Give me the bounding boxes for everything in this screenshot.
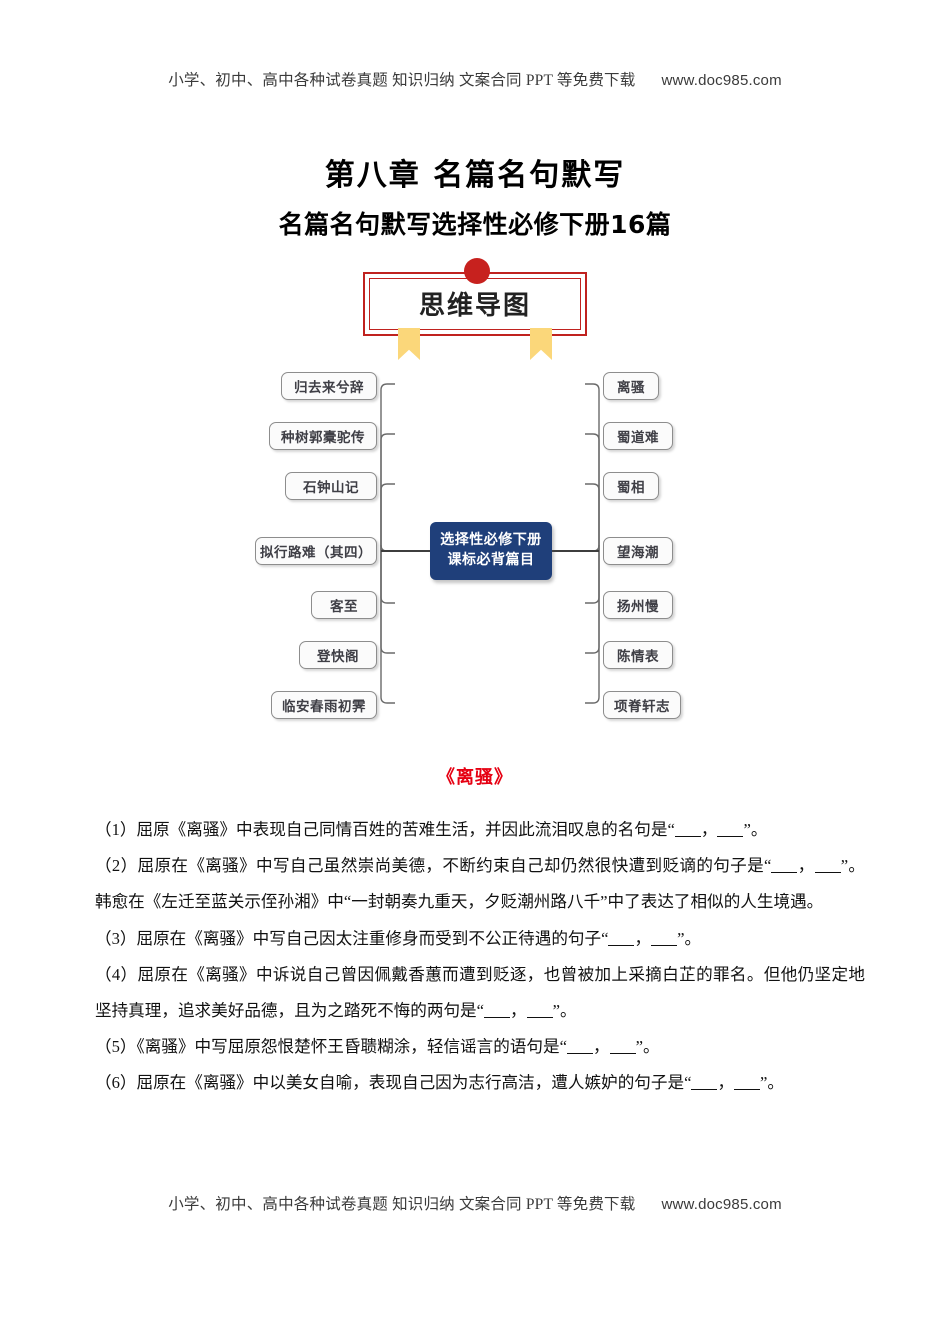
mindmap-node-label: 蜀相 xyxy=(617,480,645,496)
mindmap-node-right-4[interactable]: 望海潮 xyxy=(603,537,673,565)
question-text: ”。 xyxy=(743,820,768,839)
question-text: ”。 xyxy=(635,1037,660,1057)
question-text: ”。韩愈在《左迁至蓝关示侄孙湘》中“一封朝奏九重天，夕贬潮州路八千”中了表达了相… xyxy=(95,856,866,912)
question-item: （4）屈原在《离骚》中诉说自己曾因佩戴香蕙而遭到贬逐，也曾被加上采摘白芷的罪名。… xyxy=(95,957,865,1029)
section-heading: 《离骚》 xyxy=(437,767,513,788)
mindmap-center-line2: 课标必背篇目 xyxy=(447,552,535,568)
mindmap-node-left-3[interactable]: 石钟山记 xyxy=(285,472,377,500)
mindmap-node-right-6[interactable]: 陈情表 xyxy=(603,641,673,669)
header-watermark-text: 小学、初中、高中各种试卷真题 知识归纳 文案合同 PPT 等免费下载 xyxy=(168,72,636,89)
answer-blank[interactable] xyxy=(771,872,798,874)
question-text: ”。 xyxy=(760,1073,785,1093)
answer-blank[interactable] xyxy=(526,1017,553,1019)
question-text: 屈原在《离骚》中以美女自喻，表现自己因为志行高洁，遭人嫉妒的句子是“ xyxy=(136,1073,692,1093)
question-number: （5） xyxy=(95,1037,137,1057)
footer-watermark-text: 小学、初中、高中各种试卷真题 知识归纳 文案合同 PPT 等免费下载 xyxy=(168,1196,636,1213)
answer-blank[interactable] xyxy=(608,944,635,946)
question-item: （6）屈原在《离骚》中以美女自喻，表现自己因为志行高洁，遭人嫉妒的句子是“ ， ”。 xyxy=(95,1065,865,1101)
footer-watermark: 小学、初中、高中各种试卷真题 知识归纳 文案合同 PPT 等免费下载 www.do… xyxy=(0,1192,950,1214)
mindmap-node-label: 临安春雨初霁 xyxy=(282,699,366,715)
question-text: ， xyxy=(510,1001,527,1021)
question-text: ， xyxy=(593,1037,610,1057)
footer-watermark-url: www.doc985.com xyxy=(661,1196,782,1213)
mindmap-node-label: 登快阁 xyxy=(317,649,359,665)
page-subtitle: 名篇名句默写选择性必修下册16篇 xyxy=(278,210,672,239)
mindmap-node-label: 蜀道难 xyxy=(617,430,659,446)
question-number: （4） xyxy=(95,964,138,984)
question-text: ”。 xyxy=(677,928,702,948)
mindmap-connectors xyxy=(380,383,600,704)
banner-dot-icon xyxy=(464,258,490,284)
ribbon-right-icon xyxy=(530,328,552,360)
mindmap-node-right-1[interactable]: 离骚 xyxy=(603,372,659,400)
question-list: （1）屈原《离骚》中表现自己同情百姓的苦难生活，并因此流泪叹息的名句是“，”。（… xyxy=(95,812,865,1102)
question-number: （6） xyxy=(95,1073,137,1093)
question-item: （2）屈原在《离骚》中写自己虽然崇尚美德，不断约束自己却仍然很快遭到贬谪的句子是… xyxy=(95,848,865,920)
mindmap-node-label: 石钟山记 xyxy=(303,480,359,496)
question-item: （3）屈原在《离骚》中写自己因太注重修身而受到不公正待遇的句子“ ， ”。 xyxy=(95,921,865,957)
question-text: ， xyxy=(634,928,652,948)
question-text: 《离骚》中写屈原怨恨楚怀王昏聩糊涂，轻信谣言的语句是“ xyxy=(136,1037,567,1057)
question-text: 屈原在《离骚》中诉说自己曾因佩戴香蕙而遭到贬逐，也曾被加上采摘白芷的罪名。但他仍… xyxy=(95,964,865,1021)
question-text: 屈原《离骚》中表现自己同情百姓的苦难生活，并因此流泪叹息的名句是“ xyxy=(136,820,675,839)
header-watermark-url: www.doc985.com xyxy=(661,72,782,89)
question-item: （5）《离骚》中写屈原怨恨楚怀王昏聩糊涂，轻信谣言的语句是“ ， ”。 xyxy=(95,1029,865,1065)
header-watermark: 小学、初中、高中各种试卷真题 知识归纳 文案合同 PPT 等免费下载 www.do… xyxy=(0,68,950,90)
mindmap-node-label: 客至 xyxy=(330,599,358,615)
mindmap-node-label: 扬州慢 xyxy=(617,599,659,615)
answer-blank[interactable] xyxy=(674,836,701,837)
answer-blank[interactable] xyxy=(814,872,841,874)
answer-blank[interactable] xyxy=(691,1089,718,1091)
answer-blank[interactable] xyxy=(651,944,678,946)
answer-blank[interactable] xyxy=(567,1053,593,1055)
page-title: 第八章 名篇名句默写 xyxy=(324,158,626,193)
mindmap-node-left-2[interactable]: 种树郭橐驼传 xyxy=(269,422,377,450)
question-item: （1）屈原《离骚》中表现自己同情百姓的苦难生活，并因此流泪叹息的名句是“ ， ”。 xyxy=(95,812,865,848)
mindmap-node-left-6[interactable]: 登快阁 xyxy=(299,641,377,669)
ribbon-left-icon xyxy=(398,328,420,360)
answer-blank[interactable] xyxy=(609,1053,636,1055)
question-number: （1） xyxy=(95,820,137,839)
mindmap-node-label: 拟行路难（其四） xyxy=(260,545,372,561)
question-number: （2） xyxy=(95,856,138,876)
mindmap-node-right-5[interactable]: 扬州慢 xyxy=(603,591,673,619)
answer-blank[interactable] xyxy=(484,1017,511,1019)
question-text: ， xyxy=(797,856,815,876)
question-text: 屈原在《离骚》中写自己虽然崇尚美德，不断约束自己却仍然很快遭到贬谪的句子是“ xyxy=(137,856,772,876)
mindmap-banner: 思维导图 xyxy=(363,258,587,360)
mindmap-center-node[interactable]: 选择性必修下册 课标必背篇目 xyxy=(430,522,552,580)
mindmap-node-left-4[interactable]: 拟行路难（其四） xyxy=(255,537,377,565)
mindmap: 归去来兮辞 种树郭橐驼传 石钟山记 拟行路难（其四） 客至 登快阁 临安春雨初霁… xyxy=(255,372,725,737)
mindmap-node-right-3[interactable]: 蜀相 xyxy=(603,472,659,500)
mindmap-node-left-5[interactable]: 客至 xyxy=(311,591,377,619)
mindmap-node-label: 项脊轩志 xyxy=(614,699,670,715)
mindmap-node-label: 离骚 xyxy=(617,380,645,396)
answer-blank[interactable] xyxy=(717,836,744,837)
mindmap-center-line1: 选择性必修下册 xyxy=(440,532,542,549)
question-text: 屈原在《离骚》中写自己因太注重修身而受到不公正待遇的句子“ xyxy=(136,928,609,948)
question-text: ， xyxy=(717,1073,735,1093)
banner-label: 思维导图 xyxy=(418,291,531,321)
mindmap-node-left-1[interactable]: 归去来兮辞 xyxy=(281,372,377,400)
mindmap-node-label: 种树郭橐驼传 xyxy=(281,430,365,446)
question-text: ”。 xyxy=(552,1001,577,1021)
mindmap-node-right-2[interactable]: 蜀道难 xyxy=(603,422,673,450)
mindmap-node-right-7[interactable]: 项脊轩志 xyxy=(603,691,681,719)
mindmap-node-left-7[interactable]: 临安春雨初霁 xyxy=(271,691,377,719)
answer-blank[interactable] xyxy=(734,1089,761,1091)
mindmap-node-label: 陈情表 xyxy=(617,649,659,665)
question-number: （3） xyxy=(95,928,137,948)
question-text: ， xyxy=(700,820,718,839)
mindmap-node-label: 望海潮 xyxy=(617,545,659,561)
mindmap-node-label: 归去来兮辞 xyxy=(294,380,364,396)
